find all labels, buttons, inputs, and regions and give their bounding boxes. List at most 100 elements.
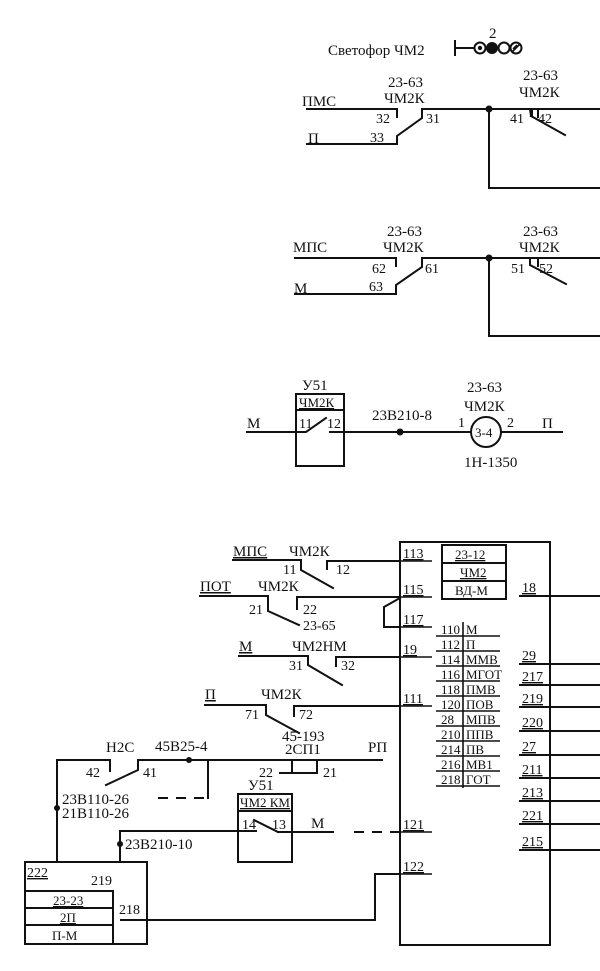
table-pin: 218 xyxy=(441,772,461,787)
svg-text:П: П xyxy=(542,416,553,432)
svg-text:31: 31 xyxy=(426,112,440,127)
svg-text:Н2С: Н2С xyxy=(106,740,134,756)
svg-text:11: 11 xyxy=(283,563,296,578)
table-name: ММВ xyxy=(466,652,498,667)
svg-text:51: 51 xyxy=(511,262,525,277)
table-name: ПМВ xyxy=(466,682,496,697)
label-p: П xyxy=(308,131,319,147)
left-pin-label: 113 xyxy=(403,547,423,562)
table-pin: 216 xyxy=(441,757,461,772)
svg-text:72: 72 xyxy=(299,708,313,723)
label-pms: ПМС xyxy=(302,94,336,110)
signal-aspect-number: 2 xyxy=(489,26,497,42)
svg-text:23В210-10: 23В210-10 xyxy=(125,837,193,853)
right-pin-label: 221 xyxy=(522,809,543,824)
main-block xyxy=(399,541,551,946)
circuit-3: М П У51 ЧМ2К 11 12 23В210-8 1 2 3-4 23-6… xyxy=(246,378,563,471)
svg-text:У51: У51 xyxy=(248,778,274,794)
circuit-2: МПС М 23-63 ЧМ2К 62 61 63 23-63 ЧМ2К 51 … xyxy=(293,224,600,337)
svg-text:ЧМ2К: ЧМ2К xyxy=(258,579,300,595)
table-pin: 120 xyxy=(441,697,461,712)
svg-text:23В110-26: 23В110-26 xyxy=(62,792,129,808)
svg-text:3-4: 3-4 xyxy=(475,425,493,440)
svg-text:23-63: 23-63 xyxy=(387,224,422,240)
right-pin-label: 29 xyxy=(522,649,536,664)
svg-text:ВД-М: ВД-М xyxy=(455,583,488,598)
svg-text:21: 21 xyxy=(323,766,337,781)
right-pin-label: 215 xyxy=(522,835,543,850)
svg-text:14: 14 xyxy=(242,818,256,833)
svg-text:21В110-26: 21В110-26 xyxy=(62,806,129,822)
svg-text:23-65: 23-65 xyxy=(303,619,336,634)
table-name: П xyxy=(466,637,475,652)
circuit-1: ПМС П 23-63 ЧМ2К 32 31 33 23-63 ЧМ2К 41 … xyxy=(302,68,600,189)
table-pin: 114 xyxy=(441,652,461,667)
svg-text:23-63: 23-63 xyxy=(467,380,502,396)
svg-text:62: 62 xyxy=(372,262,386,277)
svg-text:22: 22 xyxy=(259,766,273,781)
svg-text:12: 12 xyxy=(336,563,350,578)
left-pin-label: 115 xyxy=(403,583,423,598)
left-pin-label: 122 xyxy=(403,860,424,875)
svg-text:23В210-8: 23В210-8 xyxy=(372,408,432,424)
svg-text:45-193: 45-193 xyxy=(282,729,325,745)
svg-text:П-М: П-М xyxy=(52,928,78,943)
right-pin-label: 18 xyxy=(522,581,536,596)
svg-text:22: 22 xyxy=(303,603,317,618)
svg-text:ЧМ2К: ЧМ2К xyxy=(464,399,506,415)
lamp-white-icon xyxy=(473,41,487,55)
left-pin-label: 121 xyxy=(403,818,424,833)
svg-text:45В25-4: 45В25-4 xyxy=(155,739,208,755)
svg-text:МПС: МПС xyxy=(293,240,327,256)
right-pin-label: 213 xyxy=(522,786,543,801)
svg-text:ПОТ: ПОТ xyxy=(200,579,231,595)
relay-name: ЧМ2К xyxy=(384,91,426,107)
table-name: ППВ xyxy=(466,727,494,742)
table-pin: 116 xyxy=(441,667,461,682)
table-pin: 118 xyxy=(441,682,460,697)
svg-text:222: 222 xyxy=(27,866,48,881)
right-pin-label: 217 xyxy=(522,670,543,685)
svg-text:ЧМ2К: ЧМ2К xyxy=(261,687,303,703)
table-name: ПВ xyxy=(466,742,484,757)
svg-text:219: 219 xyxy=(91,874,112,889)
svg-text:42: 42 xyxy=(538,112,552,127)
svg-text:П: П xyxy=(205,687,216,703)
right-pin-label: 211 xyxy=(522,763,542,778)
table-pin: 112 xyxy=(441,637,460,652)
left-pin-label: 111 xyxy=(403,692,423,707)
svg-text:23-23: 23-23 xyxy=(53,893,83,908)
contact-arm xyxy=(529,114,567,137)
table-name: МПВ xyxy=(466,712,496,727)
table-name: МВ1 xyxy=(466,757,493,772)
svg-text:52: 52 xyxy=(539,262,553,277)
table-pin: 28 xyxy=(441,712,454,727)
lamp-off-icon xyxy=(497,41,511,55)
svg-text:МПС: МПС xyxy=(233,544,267,560)
main-block-header xyxy=(441,544,507,600)
svg-text:21: 21 xyxy=(249,603,263,618)
svg-text:М: М xyxy=(311,816,324,832)
table-pin: 210 xyxy=(441,727,461,742)
relay-block-u51 xyxy=(295,393,345,467)
svg-text:М: М xyxy=(239,639,252,655)
svg-text:ЧМ2К: ЧМ2К xyxy=(519,85,561,101)
svg-text:ЧМ2К: ЧМ2К xyxy=(519,240,561,256)
right-pin-label: 219 xyxy=(522,692,543,707)
svg-text:23-63: 23-63 xyxy=(523,224,558,240)
svg-text:ЧМ2НМ: ЧМ2НМ xyxy=(292,639,347,655)
svg-text:41: 41 xyxy=(143,766,157,781)
lamp-red-icon xyxy=(486,42,498,54)
lamp-striped-icon xyxy=(509,41,523,55)
svg-text:31: 31 xyxy=(289,659,303,674)
table-name: МГОТ xyxy=(466,667,502,682)
svg-text:2СП1: 2СП1 xyxy=(285,742,321,758)
svg-text:ЧМ2 КМ: ЧМ2 КМ xyxy=(240,795,290,810)
right-pin-label: 220 xyxy=(522,716,543,731)
signal-label: Светофор ЧМ2 xyxy=(328,43,425,59)
svg-text:М: М xyxy=(247,416,260,432)
svg-text:ЧМ2: ЧМ2 xyxy=(460,565,487,580)
